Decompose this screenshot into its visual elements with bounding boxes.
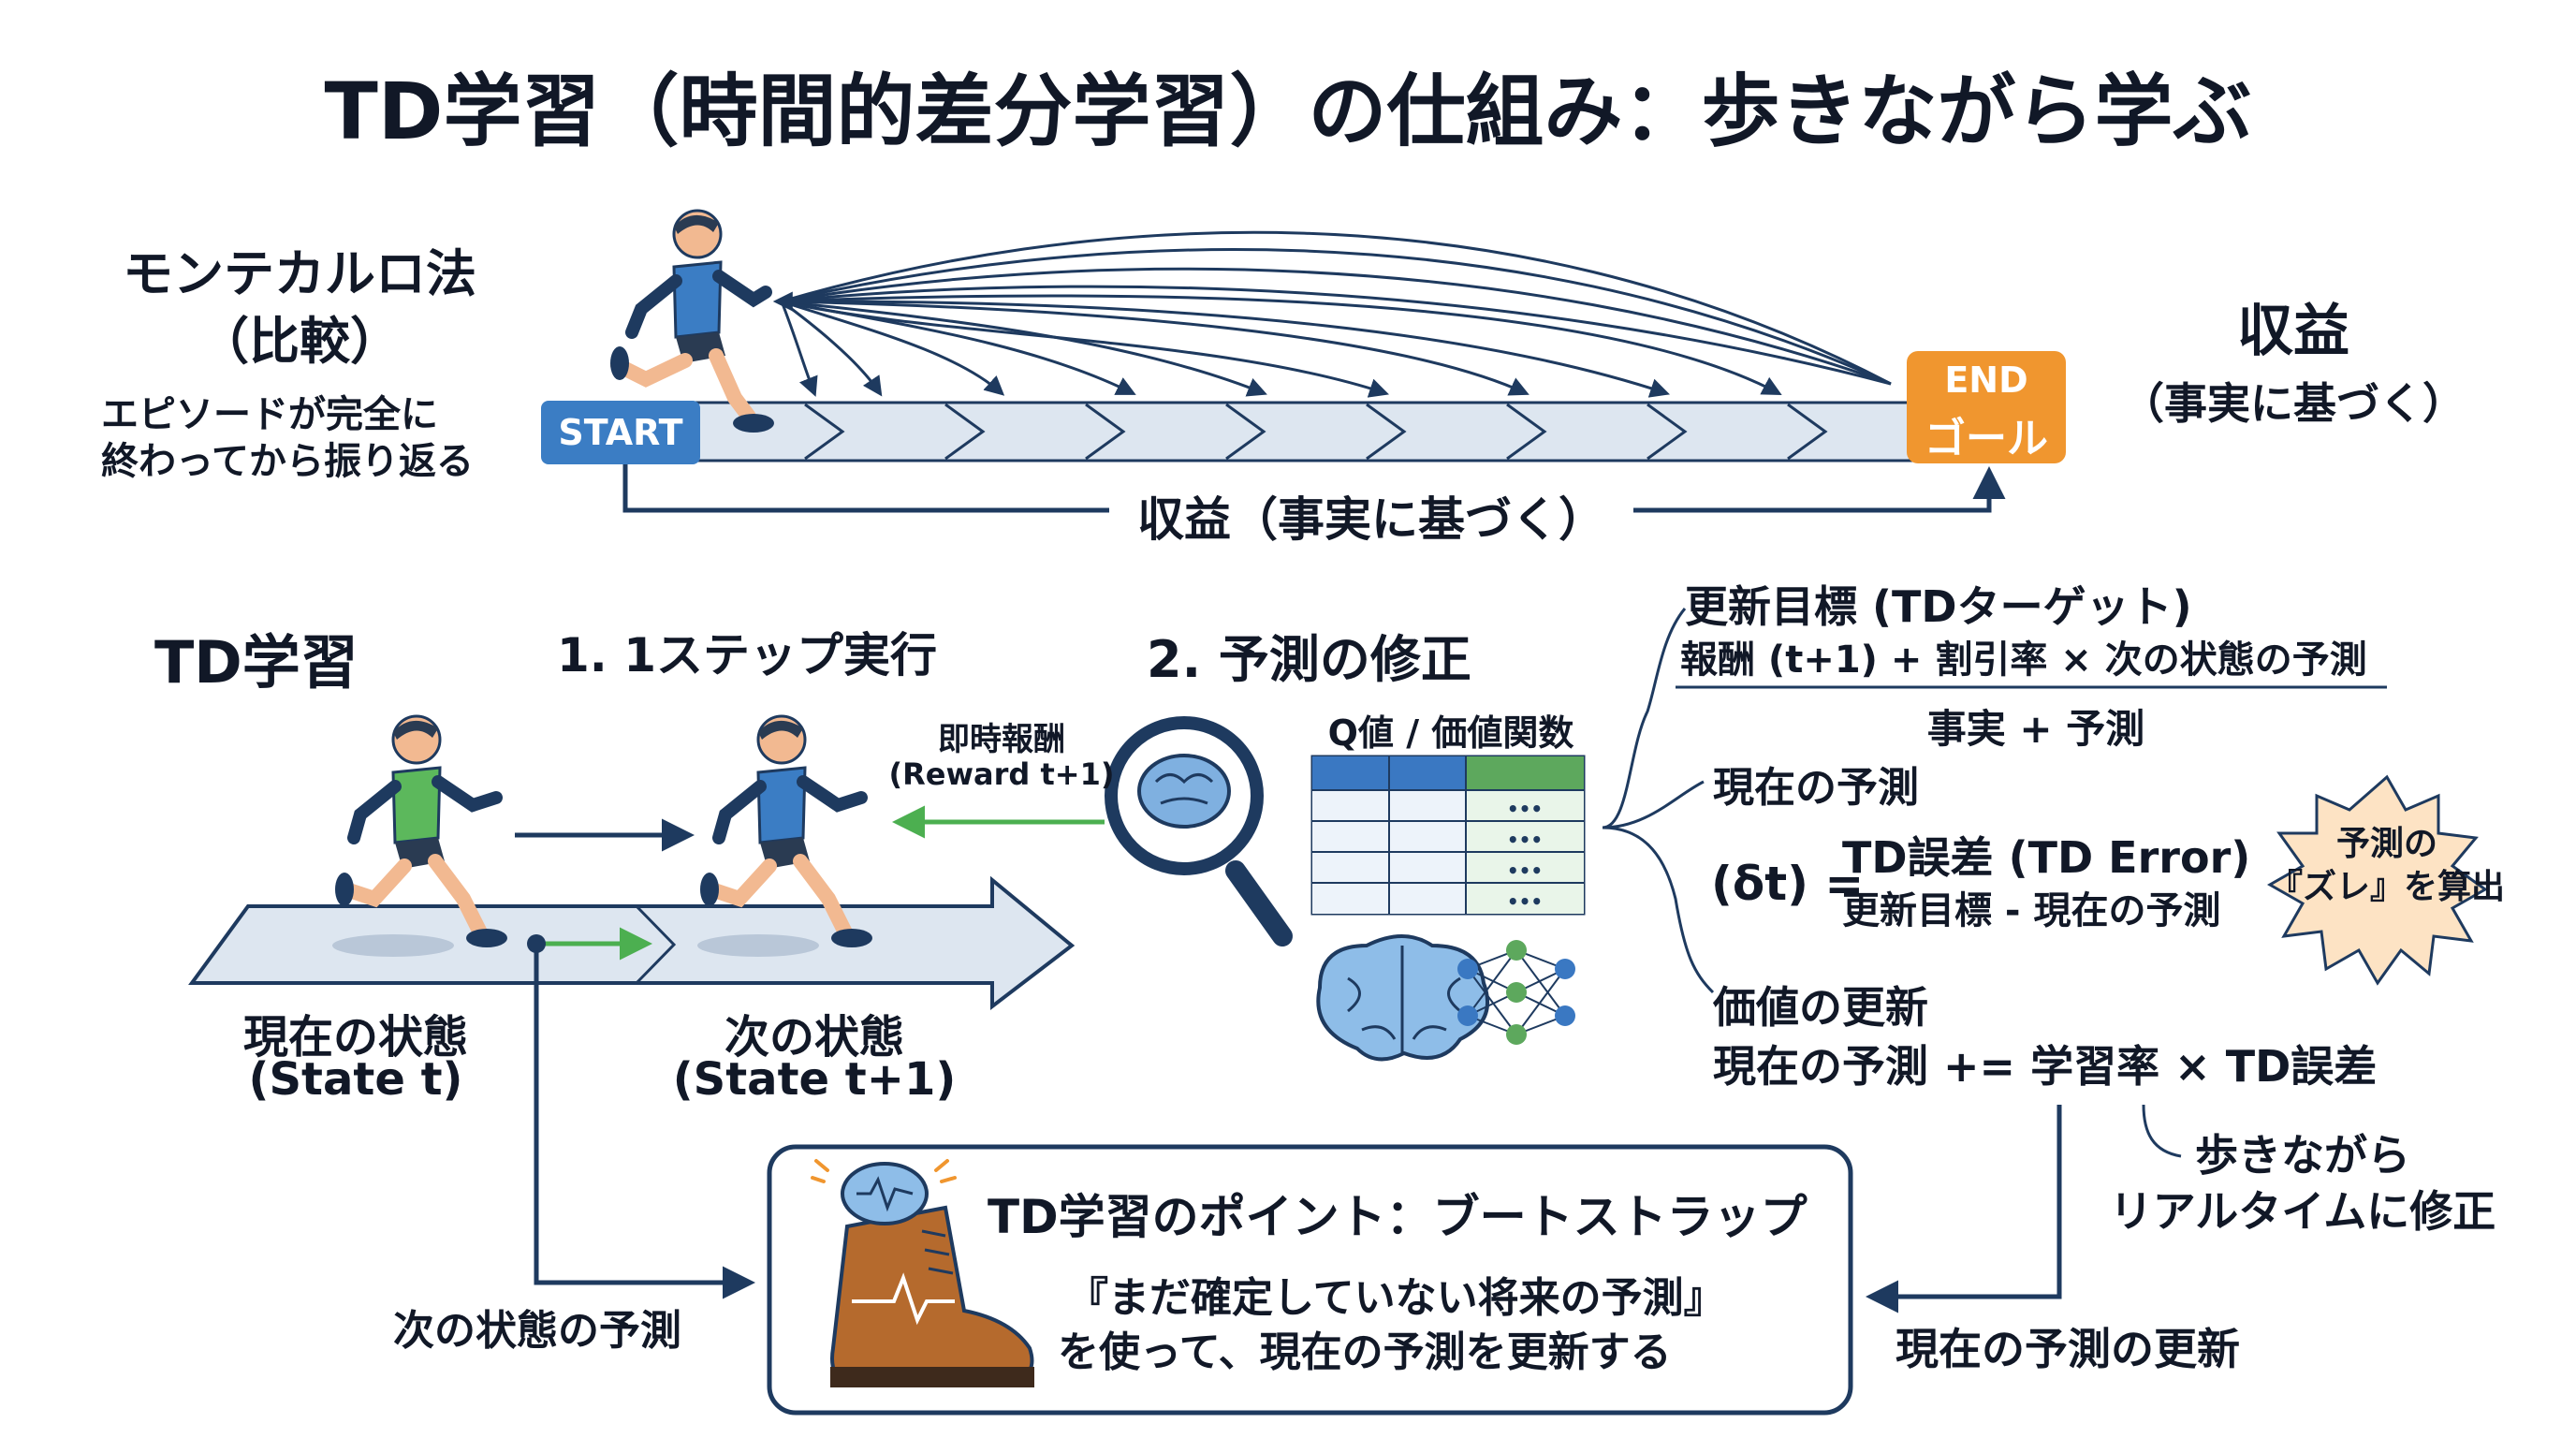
end-label-line2: ゴール: [1925, 415, 2048, 462]
point-line1: 『まだ確定していない将来の予測』: [1067, 1274, 1725, 1322]
runner-icon-state-t1: [700, 714, 872, 947]
runner-icon-state-t: [335, 714, 507, 947]
end-badge: [1907, 351, 2066, 463]
q-table: [1310, 755, 1586, 916]
next-prediction-path: [534, 944, 755, 1299]
page-title: TD学習（時間的差分学習）の仕組み：歩きながら学ぶ: [324, 66, 2252, 157]
q-cell: •••: [1506, 798, 1544, 820]
target-formula: 報酬 (t+1) + 割引率 × 次の状態の予測: [1680, 638, 2367, 682]
mc-right-heading: 収益: [2237, 299, 2349, 364]
q-cell: •••: [1506, 890, 1544, 913]
return-label: 収益（事実に基づく）: [1137, 492, 1605, 547]
point-title: TD学習のポイント：ブートストラップ: [988, 1190, 1808, 1244]
return-arcs: [780, 230, 1892, 398]
q-table-label: Q値 / 価値関数: [1327, 712, 1574, 754]
td-step2: 2. 予測の修正: [1147, 630, 1471, 689]
magnifier-brain-icon: [1105, 716, 1293, 946]
current-prediction: 現在の予測: [1713, 764, 1919, 812]
delta-symbol: (δt) =: [1711, 857, 1865, 911]
return-bracket: [622, 464, 1989, 513]
mc-desc-line2: 終わってから振り返る: [101, 440, 474, 483]
state-t-line2: (State t): [248, 1053, 463, 1106]
formula-bracket: [1602, 608, 1715, 994]
mc-heading-line2: （比較）: [198, 312, 401, 371]
td-step1: 1. 1ステップ実行: [557, 628, 937, 682]
monte-carlo-track: [597, 401, 1969, 462]
runner-icon: [610, 209, 774, 433]
td-heading: TD学習: [154, 628, 359, 697]
start-label: START: [558, 412, 683, 453]
value-update-title: 価値の更新: [1713, 982, 1928, 1033]
state-t1-line2: (State t+1): [672, 1053, 957, 1106]
td-error-title: TD誤差 (TD Error): [1842, 832, 2251, 883]
realtime-line2: リアルタイムに修正: [2109, 1186, 2496, 1237]
value-update-formula: 現在の予測 += 学習率 × TD誤差: [1713, 1041, 2378, 1092]
state-t-line1: 現在の状態: [242, 1011, 468, 1064]
boot-icon: [830, 1205, 1034, 1387]
mc-right-sub: （事実に基づく）: [2121, 378, 2466, 429]
start-badge: [541, 401, 700, 464]
target-title: 更新目標 (TDターゲット): [1685, 581, 2192, 632]
next-prediction-label: 次の状態の予測: [393, 1307, 681, 1355]
mc-desc-line1: エピソードが完全に: [101, 393, 438, 436]
point-box: [767, 1144, 1853, 1416]
current-update-label: 現在の予測の更新: [1895, 1324, 2240, 1374]
end-label-line1: END: [1944, 360, 2028, 401]
update-arrow: [1866, 1105, 2062, 1313]
realtime-line1: 歩きながら: [2195, 1130, 2410, 1181]
thinking-brain-icon: [811, 1159, 957, 1225]
burst-line1: 予測の: [2335, 825, 2437, 863]
zure-burst: [2266, 774, 2488, 986]
q-cell: •••: [1506, 859, 1544, 882]
mc-heading-line1: モンテカルロ法: [123, 244, 476, 303]
reward-line2: (Reward t+1): [888, 756, 1115, 792]
neural-network-icon: [1457, 940, 1575, 1045]
td-error-formula: 更新目標 - 現在の予測: [1842, 889, 2221, 932]
burst-line2: 『ズレ』を算出: [2268, 868, 2505, 906]
q-cell: •••: [1506, 829, 1544, 851]
target-sub: 事実 + 予測: [1926, 706, 2145, 752]
reward-line1: 即時報酬: [938, 721, 1065, 758]
brain-icon: [1316, 934, 1489, 1062]
state-t1-line1: 次の状態: [724, 1011, 904, 1064]
point-line2: を使って、現在の予測を更新する: [1058, 1328, 1672, 1376]
